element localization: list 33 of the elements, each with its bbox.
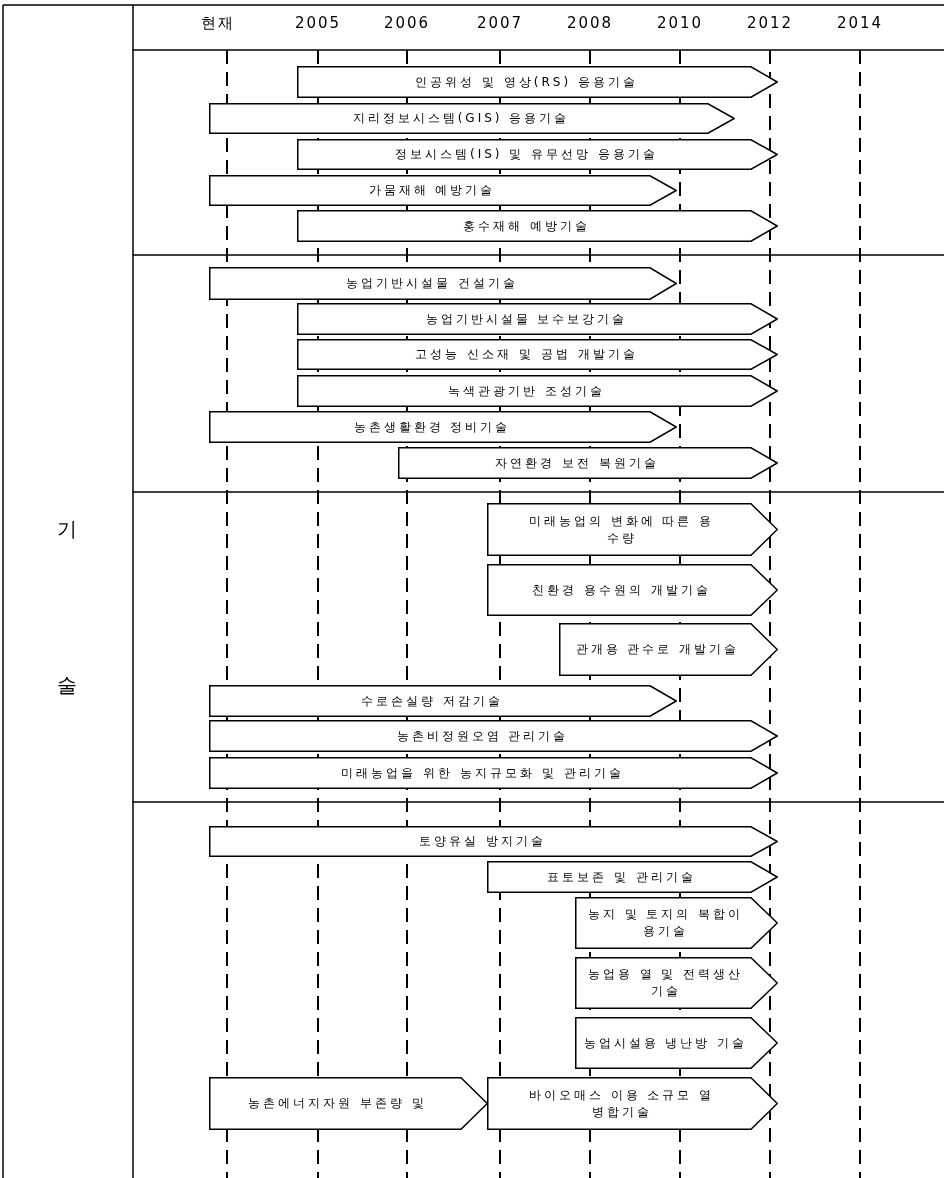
arrow-bar: 친환경 용수원의 개발기술: [487, 564, 778, 616]
arrow-bar: 미래농업을 위한 농지규모화 및 관리기술: [209, 757, 778, 789]
arrow-bar: 수로손실량 저감기술: [209, 685, 677, 717]
arrow-bar: 가뭄재해 예방기술: [209, 175, 677, 206]
arrow-bar: 인공위성 및 영상(RS) 응용기술: [297, 66, 778, 98]
year-label: 2014: [836, 14, 884, 32]
year-label: 현재: [201, 14, 235, 33]
year-label: 2008: [566, 14, 614, 32]
arrow-bar: 고성능 신소재 및 공법 개발기술: [297, 339, 778, 370]
arrow-bar: 녹색관광기반 조성기술: [297, 375, 778, 407]
year-label: 2006: [383, 14, 431, 32]
arrow-bar: 표토보존 및 관리기술: [487, 861, 778, 893]
year-label: 2005: [294, 14, 342, 32]
arrow-bar: 지리정보시스템(GIS) 응용기술: [209, 103, 735, 134]
arrow-bar: 관개용 관수로 개발기술: [559, 623, 778, 676]
year-label: 2007: [476, 14, 524, 32]
arrow-bar: 농지 및 토지의 복합이용기술: [575, 897, 778, 949]
arrow-bar: 미래농업의 변화에 따른 용수량: [487, 503, 778, 556]
year-label: 2012: [746, 14, 794, 32]
arrow-bar: 정보시스템(IS) 및 유무선망 응용기술: [297, 139, 778, 170]
arrow-bar: 농촌에너지자원 부존량 및: [209, 1077, 488, 1130]
arrow-bar: 농업기반시설물 보수보강기술: [297, 303, 778, 335]
arrow-bar: 농업시설용 냉난방 기술: [575, 1017, 778, 1069]
arrow-bar: 홍수재해 예방기술: [297, 210, 778, 242]
arrow-bar: 바이오매스 이용 소규모 열병합기술: [487, 1077, 778, 1130]
arrow-bar: 농업기반시설물 건설기술: [209, 267, 677, 300]
arrow-bar: 농촌비정원오염 관리기술: [209, 720, 778, 752]
arrow-bar: 농업용 열 및 전력생산기술: [575, 957, 778, 1009]
arrow-bar: 자연환경 보전 복원기술: [398, 447, 778, 479]
arrow-bar: 농촌생활환경 정비기술: [209, 411, 677, 443]
year-label: 2010: [656, 14, 704, 32]
arrow-bar: 토양유실 방지기술: [209, 826, 778, 857]
row-heading: 기술: [54, 506, 80, 818]
